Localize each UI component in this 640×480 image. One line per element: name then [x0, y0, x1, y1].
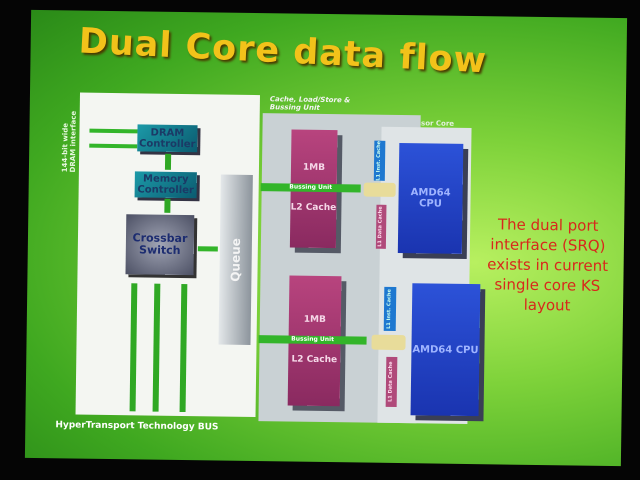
dram-arrow-1: [89, 128, 138, 134]
cpu-2: AMD64 CPU: [410, 283, 481, 417]
crossbar-switch: Crossbar Switch: [125, 214, 195, 276]
l1-inst-cache-2: L1 Inst. Cache: [383, 286, 397, 331]
l2-size: 1MB: [303, 314, 326, 326]
srq-arrow-2: [371, 334, 406, 351]
l2-label: L2 Cache: [291, 354, 338, 365]
l2-label: L2 Cache: [290, 202, 337, 213]
dram-controller: DRAM Controller: [137, 124, 198, 153]
arrow: [197, 246, 218, 252]
srq-arrow-1: [363, 182, 396, 197]
dram-interface-label: 144-bit wide DRAM interface: [60, 110, 78, 173]
slide-title: Dual Core data flow: [77, 21, 488, 82]
arrow: [164, 198, 171, 213]
memory-controller: Memory Controller: [134, 171, 197, 199]
queue-bar: Queue: [218, 174, 253, 345]
bussing-unit-2: Bussing Unit: [258, 335, 367, 345]
cache-unit-header: Cache, Load/Store & Bussing Unit: [269, 95, 351, 112]
ht-bus-label: HyperTransport Technology BUS: [55, 420, 219, 433]
l1-inst-cache-1: L1 Inst. Cache: [373, 140, 386, 181]
l1-data-cache-1: L1 Data Cache: [375, 204, 387, 249]
l1-data-cache-2: L1 Data Cache: [385, 356, 398, 408]
bussing-unit-1: Bussing Unit: [260, 183, 361, 193]
cpu-1: AMD64 CPU: [397, 143, 464, 254]
slide: Dual Core data flow 144-bit wide DRAM in…: [24, 9, 628, 467]
l2-size: 1MB: [302, 162, 326, 174]
dram-arrow-2: [89, 143, 138, 149]
srq-note: The dual port interface (SRQ) exists in …: [487, 215, 609, 315]
arrow: [164, 153, 172, 170]
